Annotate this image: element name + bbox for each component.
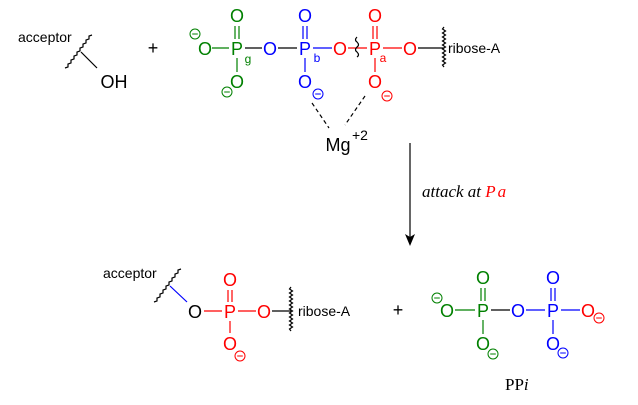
hydroxyl-group: OH [101, 72, 128, 92]
oxygen-atom: O [333, 39, 347, 59]
wavy-bond [288, 286, 294, 332]
oxygen-atom: O [403, 39, 417, 59]
magnesium-coordination: Mg +2 [311, 95, 368, 155]
negative-charge-icon [431, 292, 443, 304]
wavy-bond [441, 26, 447, 68]
negative-charge-icon [381, 90, 393, 102]
phosphorus-atom: P [547, 301, 559, 321]
wavy-bond [153, 268, 182, 303]
oxygen-atom: O [440, 301, 454, 321]
atp-molecule: O P O P O P O O O O O O O g b a ribose-A [189, 6, 501, 102]
oxygen-atom: O [257, 302, 271, 322]
oxygen-atom: O [511, 301, 525, 321]
phosphorylated-acceptor: acceptor O P O O O ribose-A [103, 265, 351, 362]
phosphorus-atom: P [477, 301, 489, 321]
oxygen-atom: O [230, 6, 244, 26]
oxygen-atom: O [298, 6, 312, 26]
oxygen-atom: O [546, 334, 560, 354]
oxygen-atom: O [198, 39, 212, 59]
phosphorus-alpha: P [369, 39, 381, 59]
oxygen-atom: O [476, 268, 490, 288]
arrow-head-icon [405, 234, 415, 246]
alpha-label: a [380, 51, 387, 65]
ppi-label: PPi [505, 375, 529, 394]
negative-charge-icon [234, 350, 246, 362]
oxygen-atom: O [223, 270, 237, 290]
oxygen-atom: O [368, 72, 382, 92]
oxygen-atom: O [230, 72, 244, 92]
new-bond [169, 285, 188, 303]
phosphorus-atom: P [224, 302, 236, 322]
ribose-label: ribose-A [298, 303, 351, 319]
phosphorus-beta: P [299, 39, 311, 59]
cleavage-mark [354, 36, 360, 58]
oxygen-atom: O [298, 72, 312, 92]
beta-label: b [314, 51, 321, 65]
plus-sign: + [393, 300, 404, 320]
oxygen-atom: O [263, 39, 277, 59]
negative-charge-icon [189, 28, 201, 40]
bond [80, 51, 98, 69]
acceptor-label: acceptor [18, 29, 72, 45]
wavy-bond [64, 34, 93, 69]
magnesium-charge: +2 [352, 127, 368, 143]
magnesium-ion: Mg [325, 135, 350, 155]
negative-charge-icon [221, 86, 233, 98]
oxygen-atom: O [188, 302, 202, 322]
negative-charge-icon [312, 88, 324, 100]
plus-sign: + [148, 38, 159, 58]
negative-charge-icon [487, 348, 499, 360]
oxygen-atom: O [476, 334, 490, 354]
oxygen-atom: O [368, 6, 382, 26]
acceptor-hydroxyl: acceptor OH [18, 29, 128, 92]
gamma-label: g [245, 52, 252, 66]
acceptor-label: acceptor [103, 265, 157, 281]
oxygen-atom: O [546, 268, 560, 288]
negative-charge-icon [593, 312, 605, 324]
oxygen-atom: O [223, 334, 237, 354]
oxygen-atom: O [581, 301, 595, 321]
phosphorus-gamma: P [231, 39, 243, 59]
ribose-label: ribose-A [448, 40, 501, 56]
pyrophosphate: O P O P O O O O O PPi [431, 268, 605, 394]
